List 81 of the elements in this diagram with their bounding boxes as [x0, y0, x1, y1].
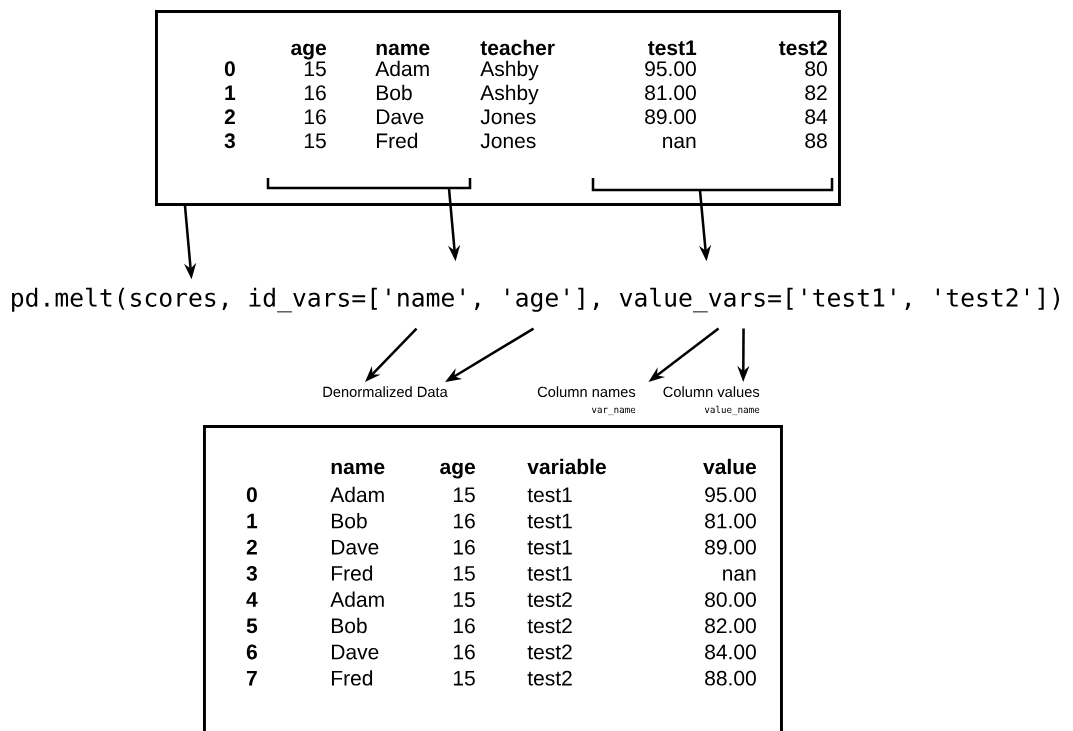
- table-value: nan: [723, 569, 756, 581]
- table-value: test1: [527, 566, 572, 581]
- table-value: Adam: [330, 591, 384, 607]
- column-header: test1: [647, 40, 697, 56]
- table-value: 84.00: [705, 644, 756, 660]
- table-value: 15: [453, 566, 475, 581]
- column-header: age: [291, 43, 326, 60]
- code-line: pd.melt(scores, id_vars=['name', 'age'], value_vars=['test1', 'test2']): [12, 287, 1059, 313]
- column-header: variable: [527, 458, 606, 475]
- table-value: test2: [527, 592, 572, 607]
- table-value: 16: [453, 618, 475, 634]
- table-value: Fred: [332, 565, 373, 581]
- table-value: 15: [453, 487, 475, 503]
- column-header: test2: [778, 40, 827, 56]
- table-value: 15: [304, 133, 326, 149]
- table-value: 15: [453, 592, 475, 607]
- row-index: 0: [224, 61, 235, 77]
- table-value: 16: [304, 85, 326, 101]
- row-index: 1: [247, 513, 258, 529]
- table-value: 95.00: [645, 61, 696, 77]
- table-value: 81.00: [645, 85, 696, 101]
- row-index: 6: [246, 644, 257, 660]
- row-index: 3: [246, 565, 257, 581]
- table-value: Ashby: [480, 60, 539, 81]
- caption-text: Denormalized Data: [323, 386, 448, 398]
- table-value: test2: [527, 670, 572, 686]
- row-index: 0: [246, 487, 257, 503]
- table-value: Adam: [375, 60, 429, 77]
- table-value: 16: [304, 109, 326, 125]
- row-index: 2: [224, 109, 235, 124]
- row-index: 4: [246, 592, 258, 607]
- table-value: 88: [805, 133, 827, 149]
- table-value: Bob: [377, 84, 412, 101]
- column-header: teacher: [480, 39, 555, 56]
- table-value: 89.00: [705, 539, 756, 555]
- table-value: test2: [527, 618, 572, 634]
- table-value: Bob: [332, 617, 367, 634]
- table-value: 82.00: [705, 618, 756, 634]
- row-index: 2: [246, 539, 257, 555]
- row-index: 7: [246, 670, 257, 686]
- table-value: 82: [805, 85, 827, 101]
- table-value: 15: [453, 670, 475, 686]
- column-header: name: [376, 43, 430, 56]
- table-value: 81.00: [705, 513, 756, 529]
- table-box: [203, 425, 783, 731]
- table-value: 16: [453, 513, 475, 529]
- table-value: Bob: [332, 513, 367, 529]
- table-value: 15: [304, 61, 326, 77]
- column-header: name: [331, 462, 385, 475]
- table-value: test2: [527, 644, 572, 660]
- bracket: [591, 178, 834, 192]
- table-value: 95.00: [705, 487, 756, 503]
- table-value: nan: [663, 136, 696, 149]
- row-index: 3: [224, 133, 235, 149]
- table-value: Dave: [377, 109, 424, 125]
- table-value: Jones: [480, 133, 536, 149]
- table-value: Dave: [332, 539, 379, 555]
- table-box: [155, 10, 841, 206]
- table-value: Ashby: [480, 84, 539, 105]
- bracket: [266, 178, 472, 190]
- table-value: Fred: [332, 670, 373, 686]
- table-value: Adam: [330, 486, 384, 503]
- row-index: 5: [246, 618, 258, 634]
- column-header: age: [440, 462, 475, 479]
- table-value: 80: [805, 61, 827, 77]
- table-value: 84: [805, 109, 828, 125]
- table-value: 88.00: [705, 670, 756, 686]
- table-value: test1: [527, 487, 572, 503]
- column-header: value: [703, 458, 756, 475]
- caption-text: Column names var_name: [537, 386, 636, 416]
- table-value: 80.00: [705, 592, 756, 607]
- table-value: 16: [453, 539, 475, 555]
- table-value: test1: [527, 539, 572, 555]
- table-value: Jones: [480, 109, 536, 125]
- table-value: Fred: [377, 132, 418, 149]
- row-index: 1: [225, 85, 236, 100]
- table-value: Dave: [332, 644, 379, 660]
- table-value: test1: [527, 513, 572, 529]
- table-value: 16: [453, 644, 475, 660]
- table-value: 89.00: [645, 109, 696, 125]
- caption-text: Column values value_name: [663, 386, 760, 416]
